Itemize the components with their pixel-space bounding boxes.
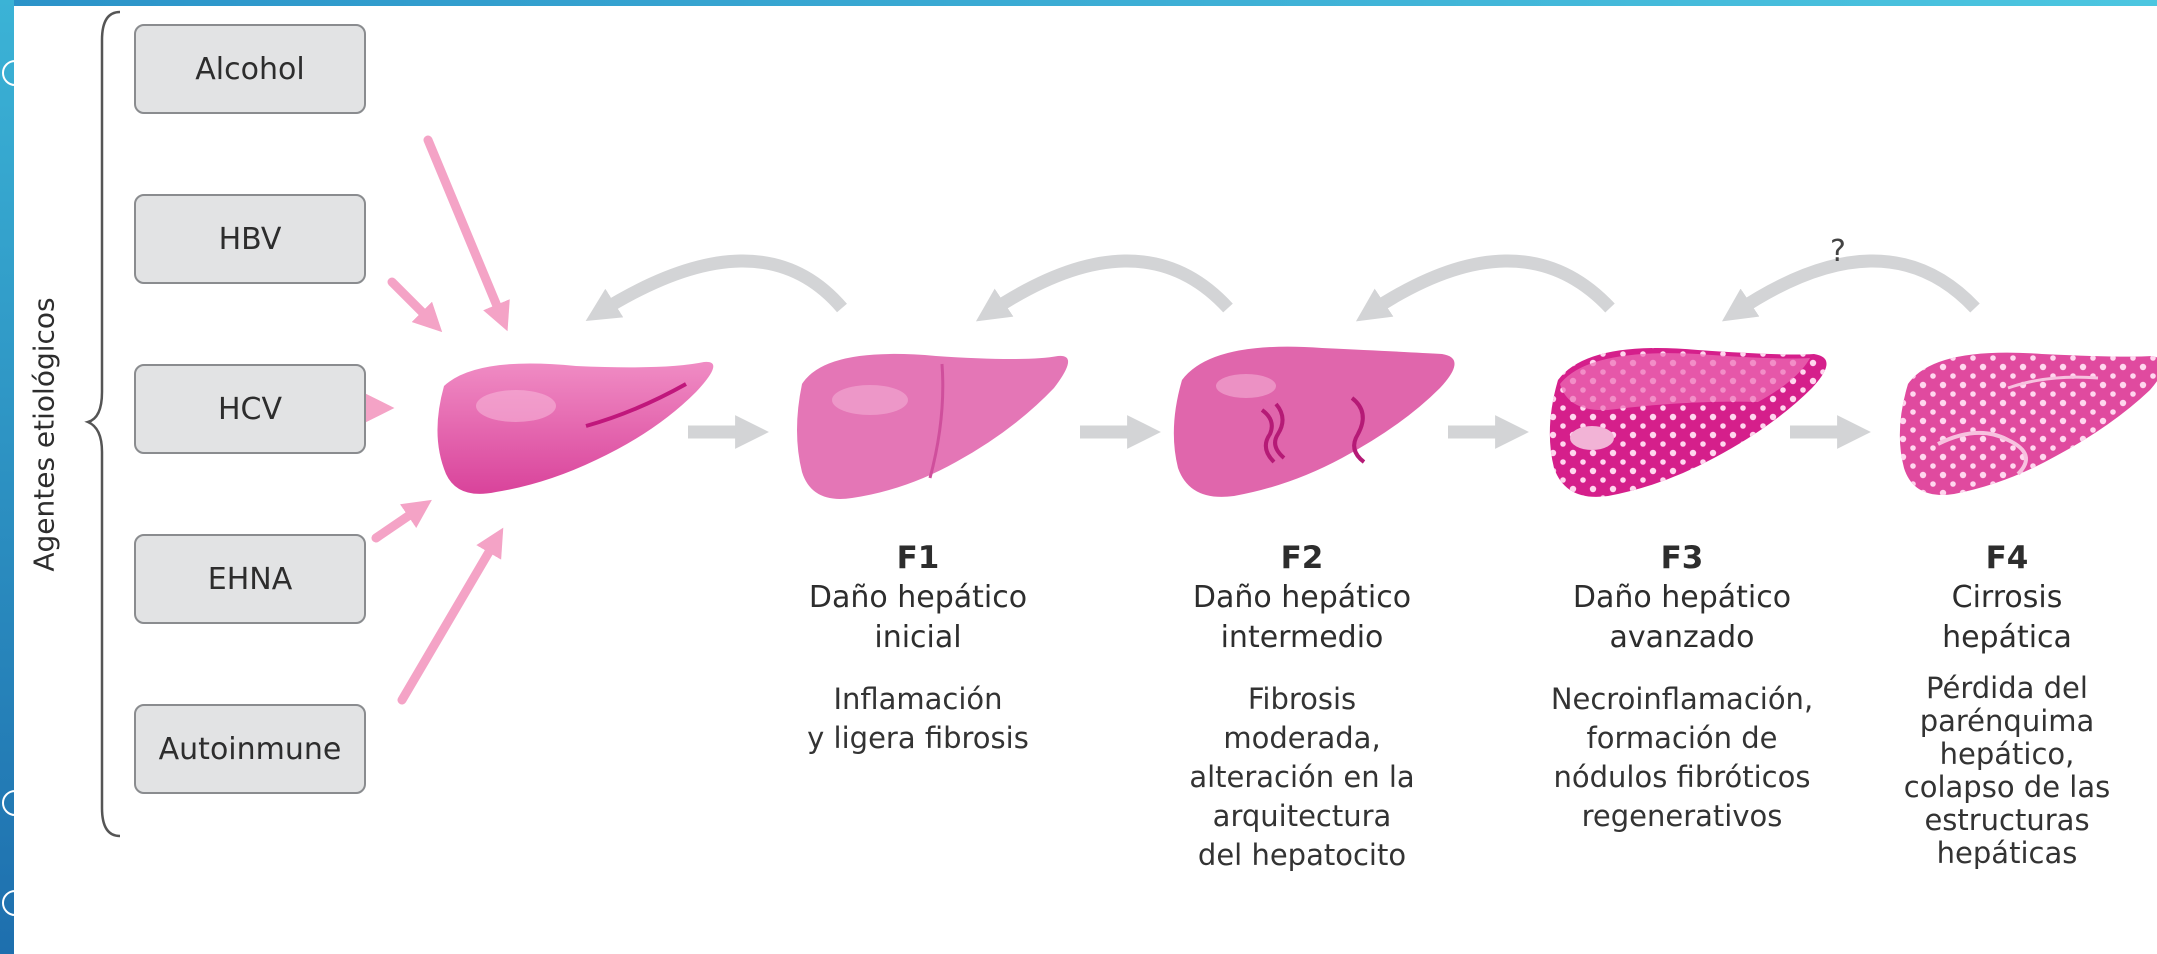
stage-description-line: Inflamación bbox=[768, 680, 1068, 719]
stage-code: F1 bbox=[768, 538, 1068, 578]
stage-description-line: del hepatocito bbox=[1152, 836, 1452, 875]
stage-description: Inflamación y ligera fibrosis bbox=[768, 680, 1068, 758]
agent-box-ehna: EHNA bbox=[134, 534, 366, 624]
stage-title-line: Daño hepático bbox=[1532, 578, 1832, 618]
stage-title-line: Cirrosis bbox=[1857, 578, 2157, 618]
stage-title-line: Daño hepático bbox=[1152, 578, 1452, 618]
stage-title-line: inicial bbox=[768, 618, 1068, 658]
y-axis-label: Agentes etiológicos bbox=[28, 235, 61, 635]
stage-description-line: alteración en la bbox=[1152, 758, 1452, 797]
stage-description-line: estructuras bbox=[1857, 804, 2157, 837]
stage-description-line: nódulos fibróticos bbox=[1532, 758, 1832, 797]
stage-code: F3 bbox=[1532, 538, 1832, 578]
stage-description-line: hepáticas bbox=[1857, 837, 2157, 870]
agent-box-autoinmune: Autoinmune bbox=[134, 704, 366, 794]
agents-bracket bbox=[88, 12, 120, 836]
stage-f1: F1 Daño hepático inicial Inflamación y l… bbox=[768, 538, 1068, 758]
agent-box-hcv: HCV bbox=[134, 364, 366, 454]
stage-title-line: avanzado bbox=[1532, 618, 1832, 658]
liver-f2 bbox=[1174, 347, 1455, 497]
stage-description-line: arquitectura bbox=[1152, 797, 1452, 836]
stage-f4: F4 Cirrosis hepática Pérdida del parénqu… bbox=[1857, 538, 2157, 870]
stage-description-line: Necroinflamación, bbox=[1532, 680, 1832, 719]
stage-f2: F2 Daño hepático intermedio Fibrosis mod… bbox=[1152, 538, 1452, 875]
stage-f3: F3 Daño hepático avanzado Necroinflamaci… bbox=[1532, 538, 1832, 836]
stage-description: Pérdida del parénquima hepático, colapso… bbox=[1857, 672, 2157, 870]
liver-f4 bbox=[1900, 353, 2157, 495]
stage-description-line: Fibrosis bbox=[1152, 680, 1452, 719]
liver-healthy bbox=[437, 362, 713, 494]
regression-arrows bbox=[600, 261, 1975, 312]
stage-title-line: intermedio bbox=[1152, 618, 1452, 658]
stage-description-line: colapso de las bbox=[1857, 771, 2157, 804]
stage-title-line: Daño hepático bbox=[768, 578, 1068, 618]
stage-description-line: regenerativos bbox=[1532, 797, 1832, 836]
reversibility-question-mark: ? bbox=[1830, 234, 1846, 269]
stage-description-line: moderada, bbox=[1152, 719, 1452, 758]
stage-code: F4 bbox=[1857, 538, 2157, 578]
stage-description-line: y ligera fibrosis bbox=[768, 719, 1068, 758]
stage-description: Necroinflamación, formación de nódulos f… bbox=[1532, 680, 1832, 836]
stage-description-line: hepático, bbox=[1857, 738, 2157, 771]
stage-code: F2 bbox=[1152, 538, 1452, 578]
stage-description: Fibrosis moderada, alteración en la arqu… bbox=[1152, 680, 1452, 875]
stage-description-line: parénquima bbox=[1857, 705, 2157, 738]
stage-title-line: hepática bbox=[1857, 618, 2157, 658]
stage-description-line: formación de bbox=[1532, 719, 1832, 758]
liver-f1 bbox=[797, 354, 1068, 499]
agent-box-alcohol: Alcohol bbox=[134, 24, 366, 114]
agent-box-hbv: HBV bbox=[134, 194, 366, 284]
stage-description-line: Pérdida del bbox=[1857, 672, 2157, 705]
liver-f3 bbox=[1550, 348, 1827, 497]
